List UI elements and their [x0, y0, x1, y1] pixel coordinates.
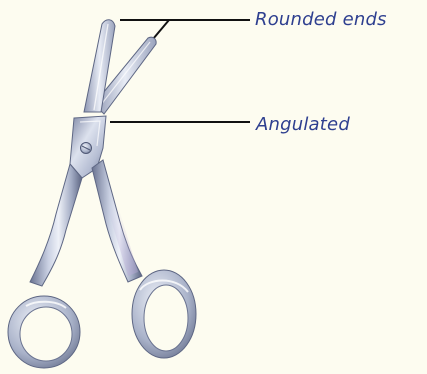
- left-handle: [8, 164, 82, 368]
- right-handle: [92, 160, 196, 358]
- rounded-ends-leader-branch: [153, 20, 169, 39]
- label-angulated: Angulated: [256, 114, 350, 136]
- label-rounded-ends: Rounded ends: [255, 9, 387, 31]
